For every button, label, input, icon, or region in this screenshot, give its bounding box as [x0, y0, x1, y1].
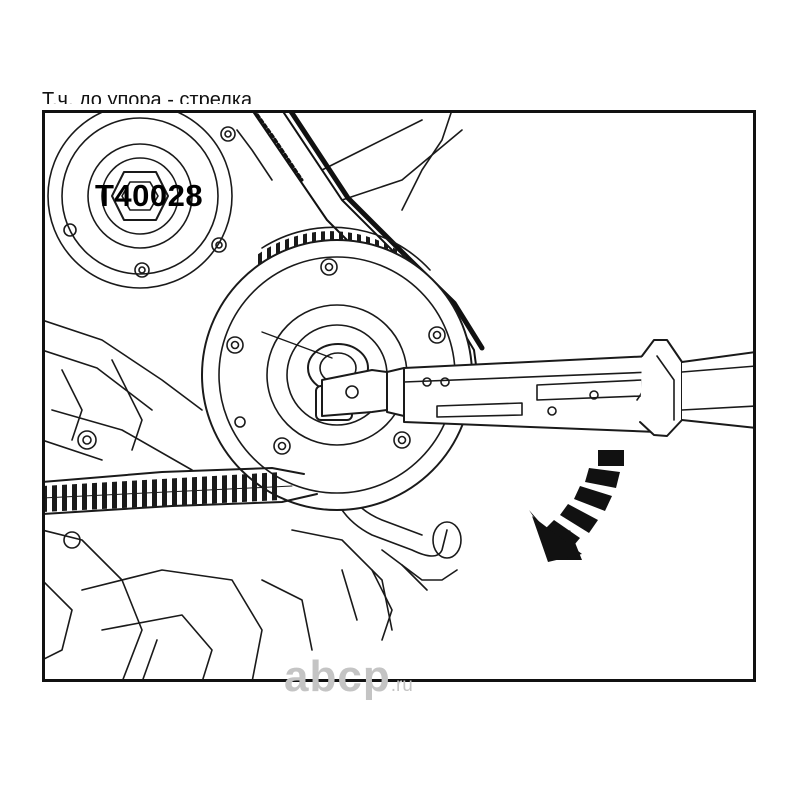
- engine-illustration: [45, 113, 753, 679]
- watermark-tld: .ru: [390, 675, 413, 696]
- lower-timing-belt: [45, 467, 318, 515]
- torque-wrench: [321, 339, 753, 437]
- upper-camshaft-sprocket: [47, 113, 236, 289]
- engine-block: [45, 113, 463, 679]
- illustration-frame: [42, 110, 756, 682]
- part-number-label: T40028: [95, 178, 204, 213]
- label-leader-line: [261, 331, 333, 359]
- rotation-arrow-icon: [529, 450, 624, 562]
- cut-off-caption: Т.ч. до упора - стрелка: [42, 82, 362, 104]
- caption-text: Т.ч. до упора - стрелка: [42, 89, 253, 104]
- abcp-logo: abcp.ru: [284, 652, 413, 702]
- watermark-brand: abcp: [284, 652, 391, 701]
